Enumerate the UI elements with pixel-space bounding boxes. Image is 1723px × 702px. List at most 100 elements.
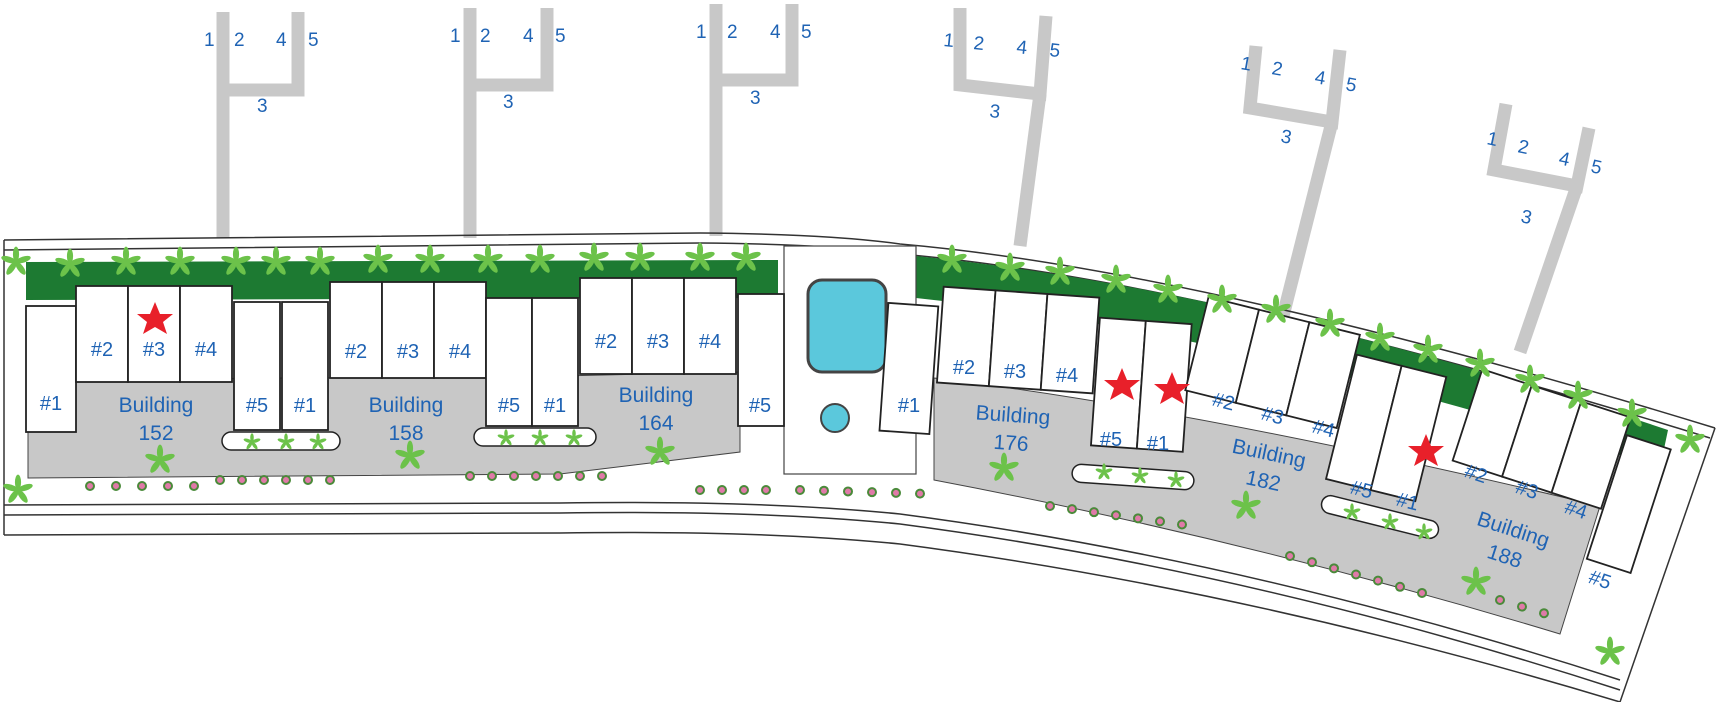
unit-label: #5 (498, 395, 520, 417)
flower-icon (739, 485, 749, 495)
flower-icon (1045, 501, 1055, 511)
unit-label: #3 (1259, 403, 1286, 430)
palm-tree-icon (111, 246, 141, 275)
slip-number: 4 (770, 22, 781, 43)
palm-tree-icon (415, 244, 445, 273)
unit-label: #3 (397, 341, 419, 363)
dock-176 (953, 8, 1053, 247)
palm-tree-icon (1413, 334, 1443, 363)
flower-icon (1307, 557, 1317, 568)
palm-tree-icon (1465, 348, 1495, 377)
unit-label: #3 (647, 331, 669, 353)
slip-number: 5 (1048, 40, 1061, 62)
unit-label: #1 (1147, 433, 1169, 455)
palm-tree-icon (1415, 523, 1433, 540)
building-number: 158 (388, 422, 423, 445)
unit-label: #2 (345, 341, 367, 363)
palm-tree-icon (685, 242, 715, 271)
flower-icon (843, 486, 853, 497)
unit-label: #4 (1310, 416, 1337, 443)
slip-number: 1 (204, 30, 215, 51)
unit-label: #4 (1056, 365, 1078, 387)
slip-number: 5 (801, 22, 812, 43)
unit-label: #1 (1394, 489, 1421, 516)
building-number: 164 (638, 412, 673, 435)
dock-164-slips: 1 2 4 5 3 (696, 22, 812, 109)
slip-number: 3 (503, 92, 514, 113)
flower-icon (575, 471, 585, 481)
flower-icon (163, 481, 173, 491)
building-word: Building (619, 384, 694, 407)
palm-tree-icon (1131, 467, 1149, 484)
unit-label: #5 (1586, 566, 1614, 594)
palm-tree-icon (3, 474, 33, 503)
palm-tree-icon (565, 429, 583, 446)
pool-icon (806, 278, 888, 374)
star-marker-icon (1154, 372, 1190, 404)
flower-icon (1285, 551, 1295, 561)
palm-tree-icon (525, 244, 555, 273)
flower-icon (1417, 587, 1427, 598)
flower-icon (1133, 513, 1143, 524)
flower-icon (189, 481, 199, 491)
palm-tree-icon (1167, 471, 1185, 488)
dock-176-slips: 1 2 4 5 3 (942, 30, 1061, 123)
dock-182-slips: 1 2 4 5 3 (1239, 53, 1358, 149)
building-word: Building (119, 394, 194, 417)
palm-tree-icon (497, 429, 515, 446)
palm-tree-icon (309, 433, 327, 450)
palm-tree-icon (995, 252, 1025, 281)
slip-number: 4 (523, 26, 534, 47)
unit-label: #5 (749, 395, 771, 417)
flower-icon (891, 487, 901, 498)
flower-icon (1155, 516, 1165, 527)
palm-tree-icon (1461, 566, 1491, 595)
slip-number: 4 (1557, 148, 1572, 171)
palm-tree-icon (1207, 284, 1237, 313)
slip-number: 5 (308, 30, 319, 51)
pool-area (783, 245, 917, 475)
flower-icon (761, 485, 771, 495)
slip-number: 3 (1519, 206, 1534, 229)
slip-number: 4 (276, 30, 287, 51)
slip-number: 2 (1270, 58, 1284, 81)
palm-tree-icon (473, 244, 503, 273)
slip-number: 1 (696, 22, 707, 43)
slip-number: 2 (234, 30, 245, 51)
dock-158 (463, 8, 554, 238)
flower-icon (1517, 601, 1527, 612)
flower-icon (597, 471, 607, 481)
flower-icon (695, 485, 705, 495)
flower-icon (1067, 504, 1077, 515)
flowers (85, 471, 1549, 619)
unit-label: #2 (91, 339, 113, 361)
flower-icon (509, 471, 519, 481)
palm-tree-icon (1381, 513, 1399, 530)
flower-icon (531, 471, 541, 481)
palm-tree-icon (1595, 636, 1625, 665)
slip-number: 3 (257, 96, 268, 117)
unit-label: #1 (294, 395, 316, 417)
flower-icon (1351, 569, 1361, 580)
flower-icon (325, 475, 335, 485)
building-number: 176 (993, 431, 1030, 456)
dock-158-slips: 1 2 4 5 3 (450, 26, 566, 113)
palm-tree-icon (1365, 322, 1395, 351)
palm-tree-icon (937, 244, 967, 273)
unit-label: #2 (953, 357, 975, 379)
palm-tree-icon (1261, 294, 1291, 323)
slip-number: 3 (988, 101, 1001, 123)
unit-label: #4 (195, 339, 217, 361)
flower-icon (1177, 519, 1187, 530)
slip-number: 2 (1516, 136, 1531, 159)
slip-number: 5 (1589, 156, 1604, 179)
slip-number: 4 (1313, 67, 1327, 90)
unit-label: #3 (1004, 361, 1026, 383)
unit-label: #2 (595, 331, 617, 353)
palm-tree-icon (625, 242, 655, 271)
flower-icon (237, 475, 247, 485)
star-marker-icon (137, 302, 173, 334)
palm-tree-icon (1231, 490, 1261, 519)
slip-number: 2 (972, 33, 985, 55)
